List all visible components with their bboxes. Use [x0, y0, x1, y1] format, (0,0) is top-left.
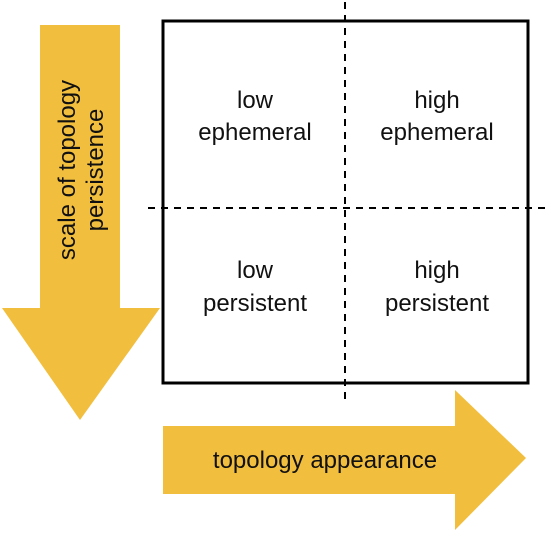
quadrant-top-right-line1: high [414, 87, 459, 114]
horizontal-arrow-label: topology appearance [213, 447, 437, 474]
vertical-arrow-label-line2: persistence [82, 109, 109, 232]
quadrant-top-right-line2: ephemeral [380, 119, 493, 146]
quadrant-bottom-left-line2: persistent [203, 290, 307, 317]
quadrant-top-left-line2: ephemeral [198, 119, 311, 146]
quadrant-bottom-right-line1: high [414, 257, 459, 284]
vertical-down-arrow [2, 25, 160, 420]
quadrant-top-left-line1: low [237, 87, 274, 114]
quadrant-bottom-right-line2: persistent [385, 290, 489, 317]
vertical-arrow-label-line1: scale of topology [54, 80, 81, 260]
horizontal-right-arrow [163, 390, 526, 530]
quadrant-bottom-left-line1: low [237, 257, 274, 284]
vertical-arrow-label-group: scale of topology persistence [54, 80, 109, 260]
